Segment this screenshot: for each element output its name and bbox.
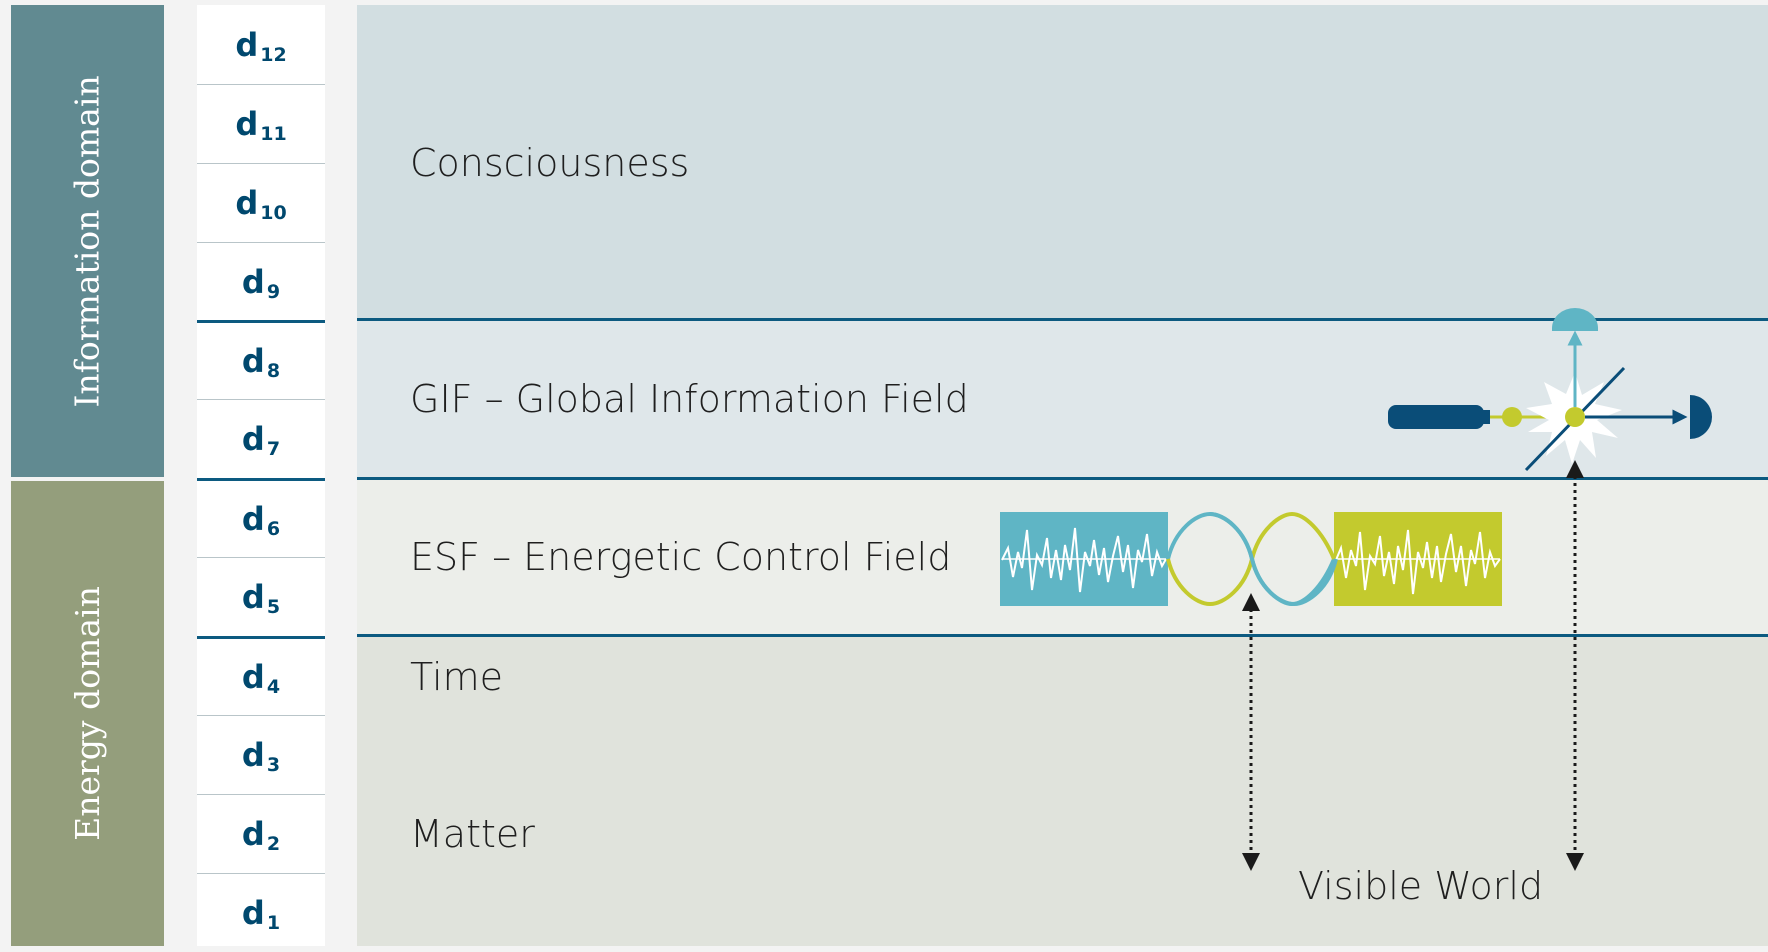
sine-wave-icon <box>1166 511 1338 607</box>
matter-label: Matter <box>410 812 535 856</box>
beam-splitter-icon <box>1524 366 1626 472</box>
esf-label: ESF – Energetic Control Field <box>410 535 952 579</box>
divider-consciousness-gif <box>357 318 1768 321</box>
energy-domain-bar: Energy domain <box>11 481 164 946</box>
gif-label: GIF – Global Information Field <box>410 377 969 421</box>
visible-world-label: Visible World <box>1298 864 1544 908</box>
consciousness-label: Consciousness <box>410 141 690 185</box>
detector-dome-icon <box>1552 308 1598 331</box>
laser-emitter-icon <box>1388 405 1490 429</box>
time-label: Time <box>410 655 503 699</box>
information-domain-bar: Information domain <box>11 5 164 477</box>
photon-dot <box>1502 407 1522 427</box>
noise-signal-icon-lime <box>1334 512 1502 606</box>
matter-band <box>357 636 1768 946</box>
consciousness-band <box>357 5 1768 320</box>
detector-half-disc-icon <box>1690 395 1712 439</box>
noise-signal-icon-teal <box>1000 512 1168 606</box>
divider-gif-esf <box>357 477 1768 480</box>
gif-band <box>357 320 1768 479</box>
divider-esf-matter <box>357 634 1768 637</box>
